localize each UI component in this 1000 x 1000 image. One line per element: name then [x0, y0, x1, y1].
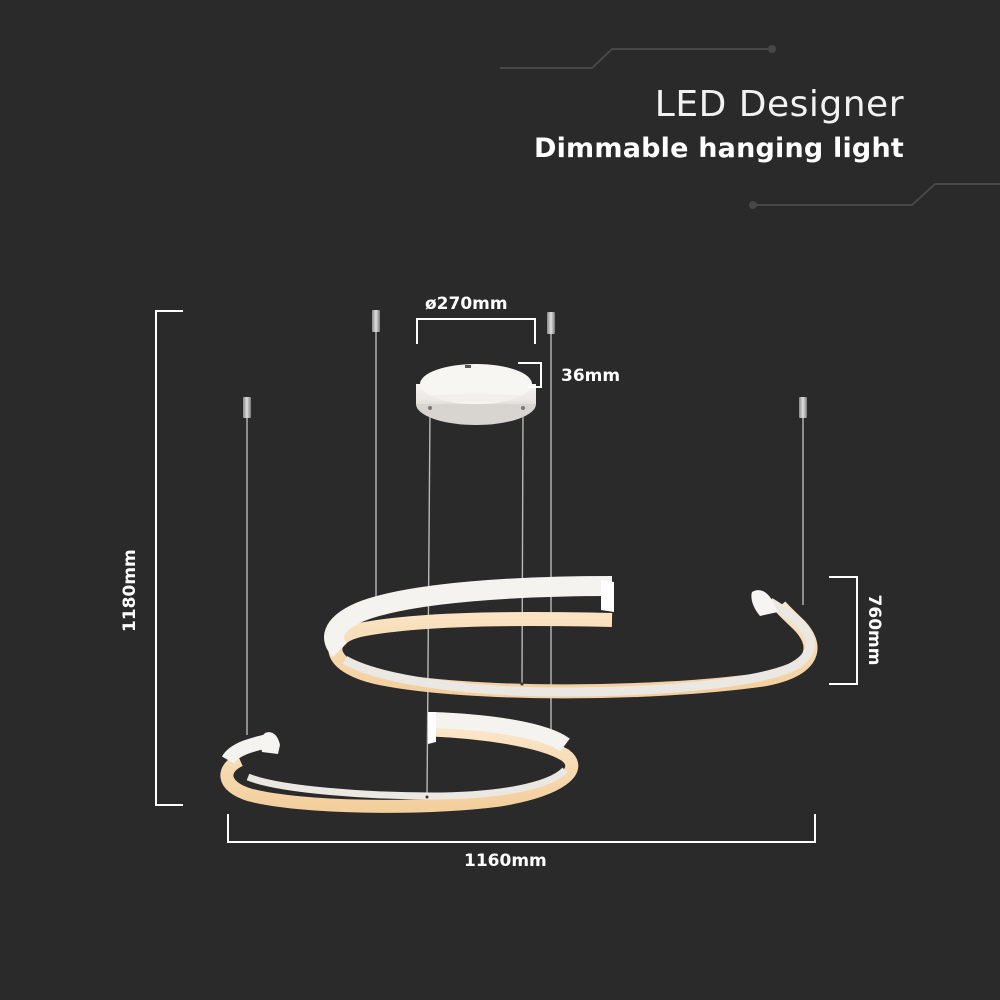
page-subtitle: Dimmable hanging light	[533, 133, 904, 164]
bracket-total-height	[155, 310, 183, 806]
dimension-canopy-height: 36mm	[561, 366, 621, 386]
decorative-line-top	[500, 45, 776, 69]
dimension-total-width: 1160mm	[464, 851, 547, 871]
bracket-canopy-diameter	[416, 318, 536, 344]
dimension-canopy-diameter: ø270mm	[425, 294, 508, 314]
bracket-ring-drop	[829, 576, 858, 685]
page-title: LED Designer	[654, 84, 904, 125]
ceiling-caps	[243, 310, 807, 418]
bracket-canopy-height	[518, 362, 542, 388]
ceiling-canopy	[416, 364, 536, 425]
lower-ring	[220, 712, 579, 813]
dimension-total-height: 1180mm	[120, 549, 140, 632]
upper-ring	[324, 576, 818, 699]
dimension-ring-drop: 760mm	[864, 594, 884, 666]
decorative-line-bottom	[749, 183, 1000, 209]
bracket-total-width	[227, 814, 816, 843]
